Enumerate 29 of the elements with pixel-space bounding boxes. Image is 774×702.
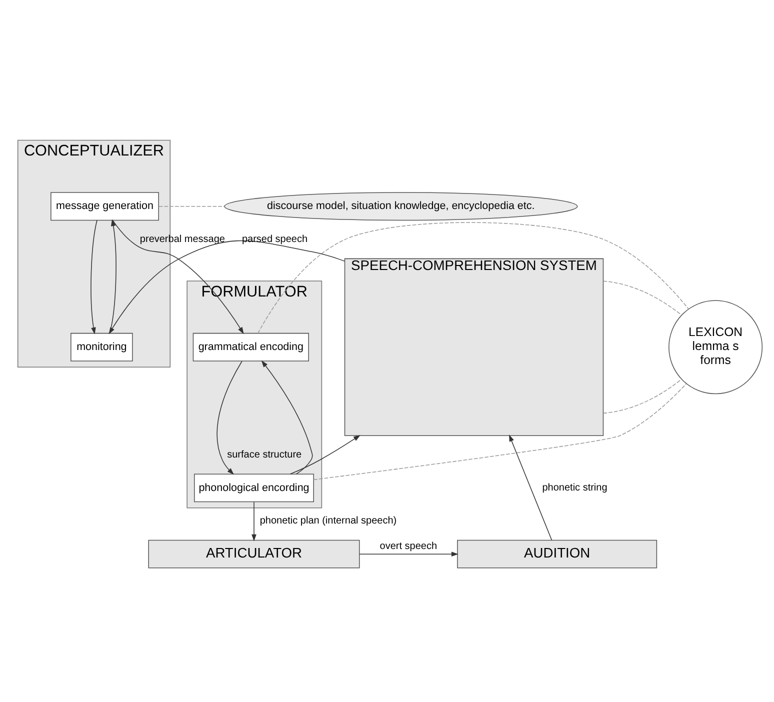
arrow: [216, 360, 242, 475]
connector: [258, 222, 689, 334]
edge-label: overt speech: [380, 541, 438, 552]
arrow: [109, 219, 116, 334]
arrow: [112, 220, 244, 334]
connector: [602, 379, 682, 414]
arrow: [108, 240, 346, 334]
edge-label: preverbal message: [140, 234, 225, 246]
arrow: [290, 434, 360, 474]
node-box: phonological encording: [194, 474, 314, 502]
arrow: [90, 220, 98, 334]
node-circle: LEXICON lemma s forms: [668, 300, 763, 394]
node-box: AUDITION: [457, 540, 658, 568]
connector: [313, 383, 687, 480]
edge-label: surface structure: [227, 449, 302, 460]
node-ellipse: discourse model, situation knowledge, encyclopedia etc.: [224, 192, 578, 221]
node-box: SPEECH-COMPREHENSION SYSTEM: [344, 258, 604, 436]
node-box: monitoring: [70, 332, 133, 362]
edge-label: phonetic string: [542, 482, 608, 494]
arrow: [261, 360, 313, 474]
arrow: [509, 434, 552, 541]
arrow: [359, 552, 458, 556]
connector: [602, 280, 682, 316]
node-box: message generation: [50, 192, 159, 221]
edge-label: phonetic plan (internal speech): [260, 516, 397, 527]
connector: [158, 206, 225, 207]
arrow: [252, 502, 256, 542]
node-box: ARTICULATOR: [148, 540, 360, 568]
node-box: grammatical encoding: [192, 332, 309, 362]
